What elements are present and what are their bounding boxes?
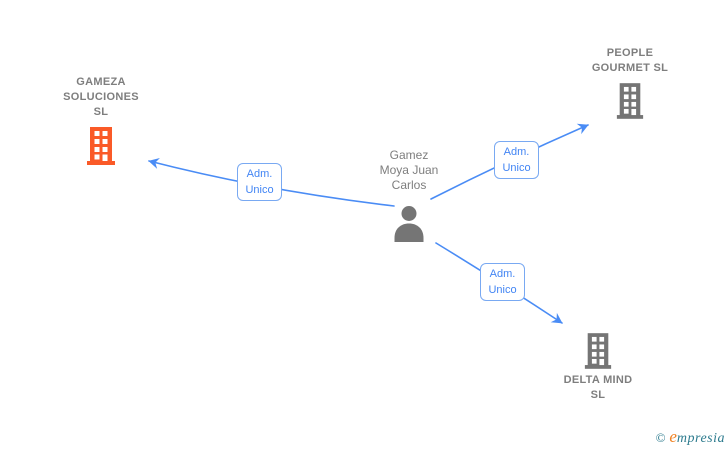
- edge-label-line: Unico: [488, 284, 517, 296]
- edge-label-line: Adm.: [246, 168, 273, 180]
- company-name-line: SL: [590, 389, 606, 401]
- person-icon: [394, 206, 424, 242]
- edge-label-adm-unico-gameza[interactable]: Adm. Unico: [237, 163, 282, 201]
- company-name-line: SL: [93, 106, 109, 118]
- company-node-people-gourmet[interactable]: PEOPLE GOURMET SL: [560, 46, 700, 119]
- building-icon: [584, 333, 612, 369]
- company-name: PEOPLE GOURMET SL: [560, 46, 700, 76]
- company-name: GAMEZA SOLUCIONES SL: [31, 75, 171, 120]
- company-name-line: PEOPLE: [606, 47, 654, 59]
- company-node-delta-mind[interactable]: DELTA MIND SL: [528, 333, 668, 403]
- edge-label-line: Adm.: [489, 268, 516, 280]
- person-name-line: Carlos: [391, 178, 427, 192]
- edge-label-line: Unico: [245, 184, 274, 196]
- company-name-line: GOURMET SL: [591, 62, 669, 74]
- person-name-line: Gamez: [389, 148, 429, 162]
- empresia-watermark[interactable]: ©empresia: [655, 427, 725, 447]
- edge-label-line: Unico: [502, 162, 531, 174]
- company-name-line: DELTA MIND: [563, 374, 633, 386]
- copyright-icon: ©: [655, 430, 666, 445]
- watermark-brand-rest: mpresia: [676, 431, 725, 446]
- person-name: Gamez Moya Juan Carlos: [344, 148, 474, 193]
- person-name-line: Moya Juan: [379, 163, 439, 177]
- company-name-line: GAMEZA: [76, 76, 126, 88]
- company-name-line: SOLUCIONES: [63, 91, 139, 103]
- person-node-gamez-moya[interactable]: Gamez Moya Juan Carlos: [344, 148, 474, 242]
- building-icon: [616, 83, 644, 119]
- edge-label-adm-unico-delta-mind[interactable]: Adm. Unico: [480, 263, 525, 301]
- company-node-gameza-soluciones[interactable]: GAMEZA SOLUCIONES SL: [31, 75, 171, 165]
- building-icon: [87, 127, 115, 165]
- edge-label-adm-unico-people-gourmet[interactable]: Adm. Unico: [494, 141, 539, 179]
- watermark-brand-initial: e: [669, 427, 677, 446]
- edge-label-line: Adm.: [503, 146, 530, 158]
- company-name: DELTA MIND SL: [528, 373, 668, 403]
